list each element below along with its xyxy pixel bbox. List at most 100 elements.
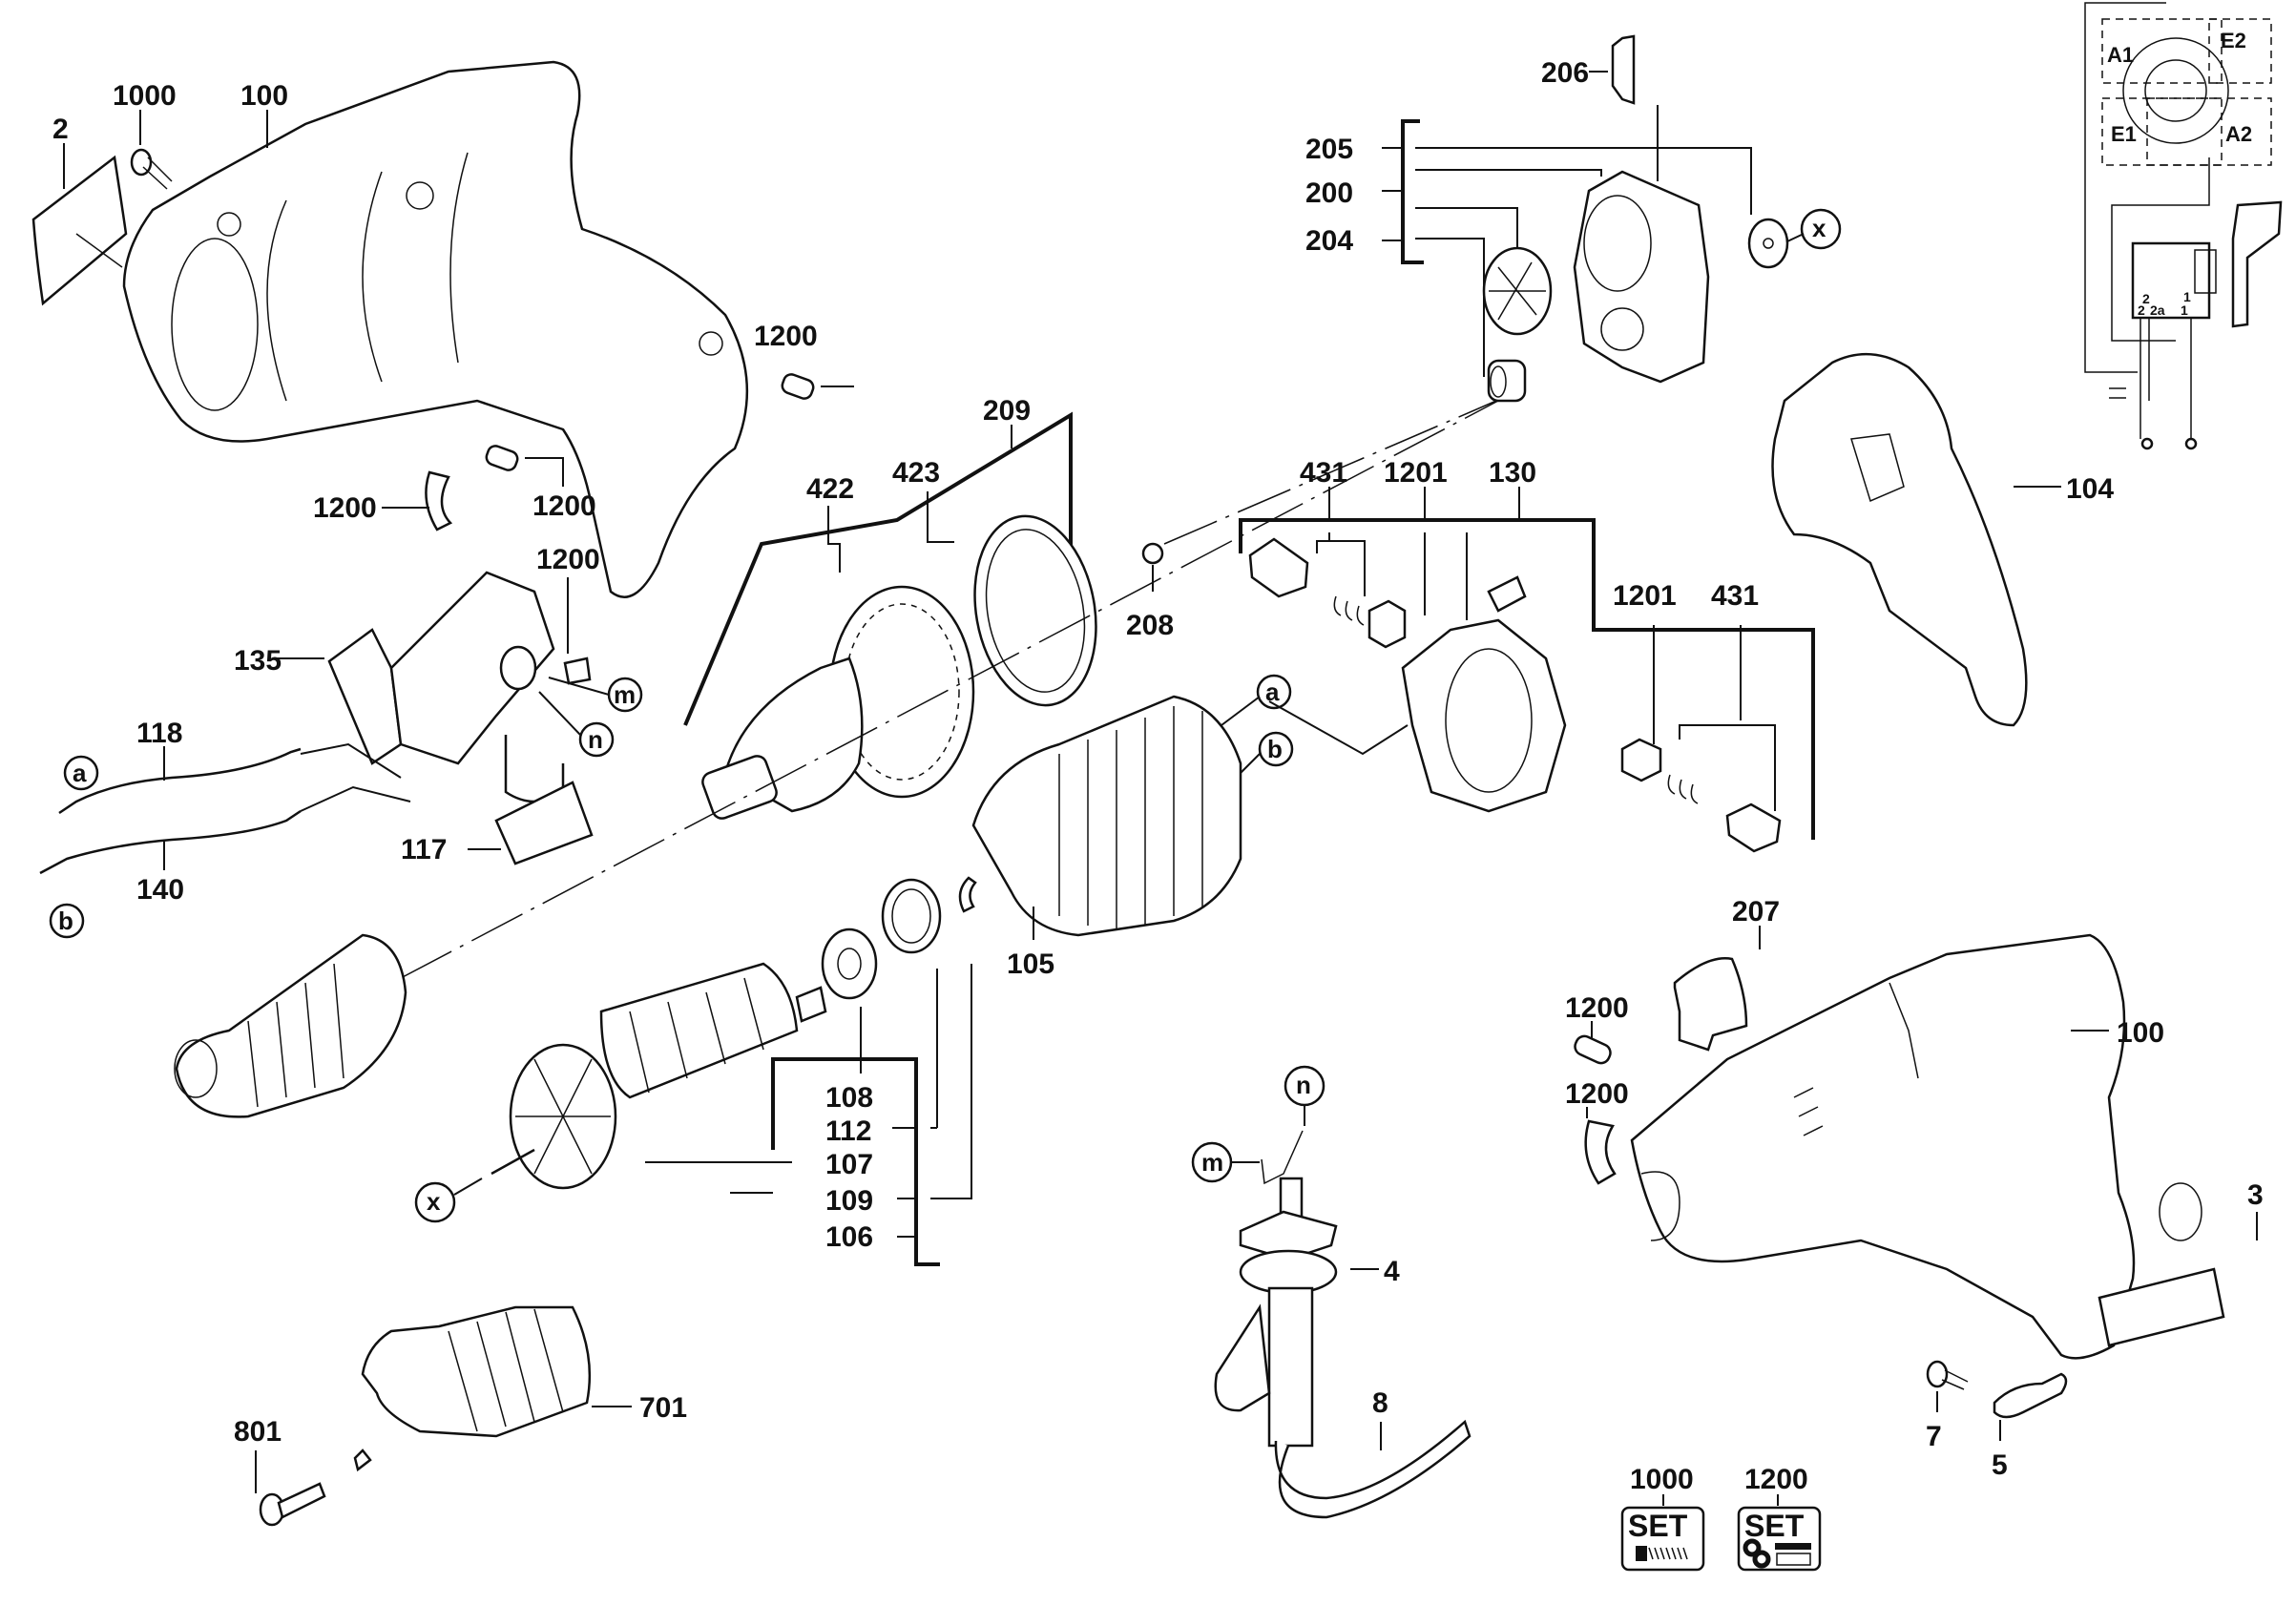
svg-text:a: a <box>73 759 87 787</box>
part-label-130: 130 <box>1489 457 1536 489</box>
capacitor-140 <box>494 735 594 865</box>
part-label-206: 206 <box>1541 57 1589 89</box>
part-label-1201-b: 1201 <box>1613 580 1677 612</box>
clip-1200-f <box>1584 1119 1617 1185</box>
switch-pin-2-top: 2 <box>2142 291 2150 306</box>
connector-marker-x-top: x <box>1800 208 1842 250</box>
spring-431-b <box>1667 774 1699 804</box>
svg-text:b: b <box>1267 735 1283 763</box>
terminal-E2: E2 <box>2221 29 2246 52</box>
part-label-1201-a: 1201 <box>1384 457 1448 489</box>
screw-8 <box>1926 1360 1969 1390</box>
part-label-204: 204 <box>1305 225 1353 257</box>
switch-pin-1-top: 1 <box>2183 289 2191 304</box>
part-label-209: 209 <box>983 395 1031 427</box>
wiring-schematic: A1 E2 E1 A2 2 2 2a 1 1 <box>2084 2 2283 450</box>
part-label-112: 112 <box>825 1115 871 1147</box>
part-label-104: 104 <box>2066 473 2114 505</box>
switch-pin-1: 1 <box>2181 302 2188 318</box>
connector-marker-m-cable: m <box>1191 1141 1233 1183</box>
washer-screw-set-icon <box>1743 1538 1811 1569</box>
svg-text:a: a <box>1265 677 1280 706</box>
part-label-7: 5 <box>1992 1449 2008 1481</box>
part-label-1200-b: 1200 <box>532 490 596 522</box>
circlip-109 <box>958 876 977 913</box>
cable-clamp-7 <box>1993 1372 2068 1419</box>
part-label-207: 207 <box>1732 896 1780 928</box>
label-sticker-2 <box>31 155 128 306</box>
part-label-701: 701 <box>639 1392 687 1424</box>
screw-801 <box>259 1482 326 1527</box>
part-label-3: 3 <box>2247 1179 2264 1211</box>
connector-marker-m-switch: m <box>607 677 643 713</box>
svg-text:n: n <box>588 725 603 754</box>
part-label-117: 118 <box>136 718 182 749</box>
part-label-2: 2 <box>52 114 69 145</box>
svg-text:m: m <box>1201 1148 1223 1177</box>
part-label-4: 8 <box>1372 1387 1388 1419</box>
brush-cap-431-a <box>1248 537 1309 598</box>
clip-1200-c <box>425 470 453 532</box>
svg-text:n: n <box>1296 1071 1311 1099</box>
switch-pin-2a: 2a <box>2150 302 2165 318</box>
carbon-brush-1201-b <box>1620 738 1662 782</box>
set-badge-1200: 1200 SET <box>1737 1464 1822 1572</box>
svg-text:b: b <box>58 907 73 935</box>
part-label-431-a: 431 <box>1300 457 1347 489</box>
part-label-5: 4 <box>1384 1256 1400 1287</box>
switch-pin-2: 2 <box>2138 302 2145 318</box>
bearing-sleeve-112 <box>881 878 942 954</box>
part-label-107: 107 <box>825 1149 873 1180</box>
part-label-1000: 1000 <box>113 80 177 112</box>
bearing-plate-200 <box>1573 170 1710 384</box>
connector-marker-n-switch: n <box>578 721 615 758</box>
part-label-105: 105 <box>1007 948 1054 980</box>
part-label-431-b: 431 <box>1711 580 1759 612</box>
ring-423 <box>973 514 1097 707</box>
part-label-8: 7 <box>1926 1421 1942 1452</box>
switch-135 <box>327 571 555 765</box>
washer-205 <box>1747 218 1789 269</box>
svg-text:x: x <box>427 1187 441 1216</box>
part-label-200: 200 <box>1305 177 1353 209</box>
pin-1200-b <box>485 445 519 471</box>
terminal-A1: A1 <box>2107 43 2134 67</box>
part-label-422: 422 <box>806 473 854 505</box>
brush-cover-206 <box>1611 34 1636 105</box>
wire-117 <box>58 747 302 815</box>
part-label-109: 109 <box>825 1185 873 1217</box>
part-label-1200-e: 1200 <box>1565 992 1629 1024</box>
pin-1200-e <box>1574 1034 1612 1065</box>
part-label-1200-c: 1200 <box>313 492 377 524</box>
set-badge-1000: 1000 SET <box>1620 1464 1705 1572</box>
part-label-1200-d: 1200 <box>536 544 600 575</box>
svg-text:1200: 1200 <box>1744 1464 1808 1495</box>
connector-marker-a-stator: a <box>1256 674 1292 710</box>
svg-text:1000: 1000 <box>1630 1464 1694 1495</box>
armature-107 <box>491 962 827 1190</box>
svg-text:SET: SET <box>1744 1509 1805 1543</box>
housing-half-100 <box>122 60 749 598</box>
bearing-108 <box>821 928 878 1000</box>
bearing-204 <box>1487 359 1527 403</box>
screw-1000 <box>130 148 173 190</box>
keyed-chuck <box>174 933 407 1118</box>
screw-1200-d <box>563 657 592 685</box>
wire-118 <box>39 809 302 875</box>
part-label-108: 108 <box>825 1082 873 1114</box>
ball-208 <box>1141 542 1164 565</box>
terminal-A2: A2 <box>2225 122 2252 146</box>
pin-1200-a <box>781 373 815 400</box>
part-label-208: 208 <box>1126 610 1174 641</box>
part-label-801: 801 <box>234 1416 282 1448</box>
part-label-1200-a: 1200 <box>754 321 818 352</box>
part-label-423: 423 <box>892 457 940 489</box>
stator-105 <box>971 695 1242 937</box>
connector-marker-x-armature: x <box>414 1181 456 1223</box>
part-label-100-bottom: 100 <box>2117 1017 2164 1049</box>
handle-half-104 <box>1771 352 2028 727</box>
part-label-135: 135 <box>234 645 282 677</box>
part-label-106: 106 <box>825 1221 873 1253</box>
part-label-1200-f: 1200 <box>1565 1078 1629 1110</box>
